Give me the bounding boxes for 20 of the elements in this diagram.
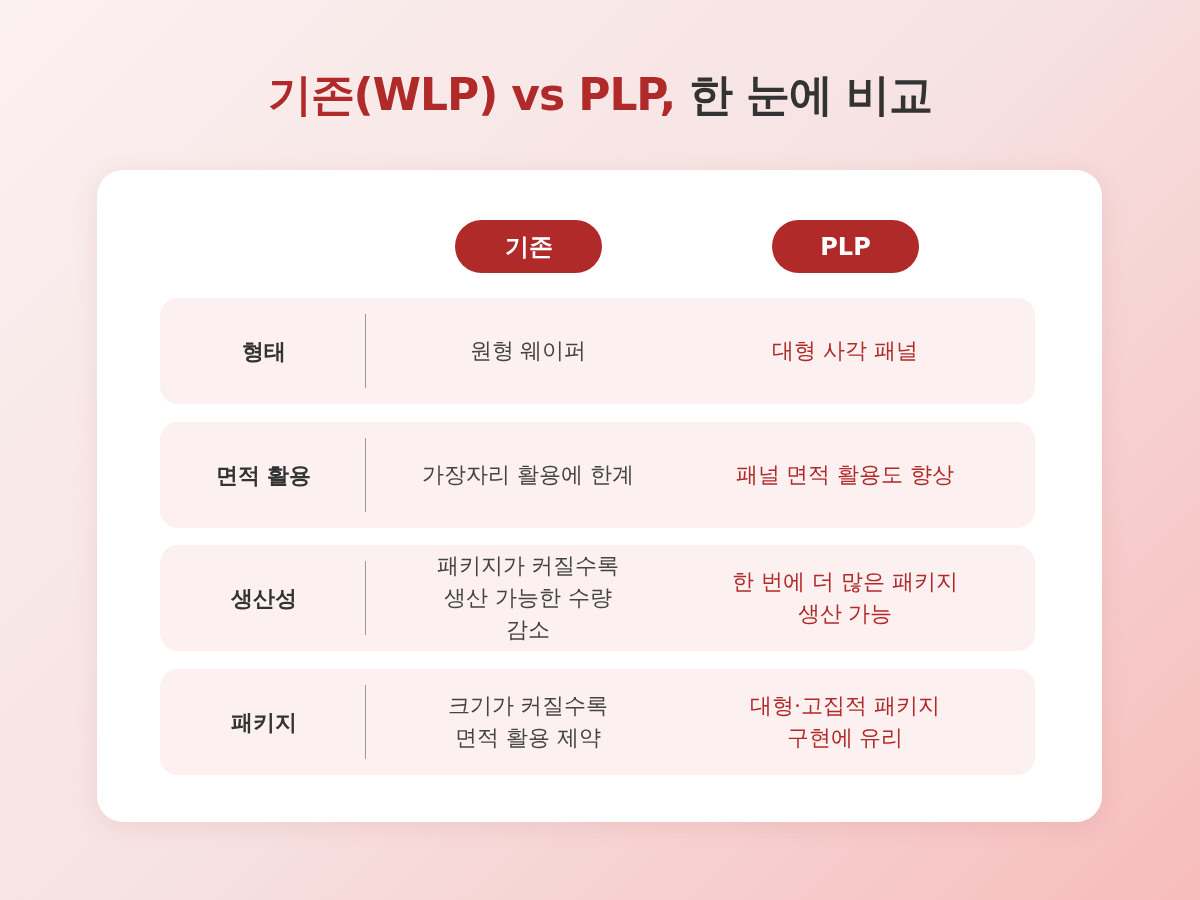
- plp-cell-text: 대형·고집적 패키지 구현에 유리: [749, 691, 941, 752]
- comparison-row: [160, 421, 1035, 528]
- plp-cell-text: 한 번에 더 많은 패키지 생산 가능: [731, 568, 959, 628]
- title: 기존(WLP) vs PLP, 한 눈에 비교: [266, 68, 934, 122]
- existing-cell-text: 원형 웨이퍼: [468, 337, 588, 365]
- existing-cell-text: 가장자리 활용에 한계: [421, 460, 635, 489]
- plp-cell-text: 패널 면적 활용도 향상: [734, 460, 956, 489]
- row-label: 생산성: [229, 584, 298, 613]
- existing-cell-text: 패키지가 커질수록 생산 가능한 수량 감소: [435, 552, 621, 644]
- card-background: [97, 170, 1102, 822]
- column-header-pill: PLP: [772, 220, 919, 273]
- row-label: 면적 활용: [214, 461, 313, 489]
- column-header-pill: 기존: [455, 220, 602, 273]
- comparison-row: [160, 668, 1035, 775]
- comparison-row: [160, 545, 1035, 651]
- plp-cell-text: 대형 사각 패널: [771, 337, 919, 365]
- existing-cell-text: 크기가 커질수록 면적 활용 제약: [446, 691, 610, 752]
- comparison-row: [160, 298, 1035, 404]
- row-label: 형태: [240, 337, 287, 366]
- row-label: 패키지: [229, 708, 298, 736]
